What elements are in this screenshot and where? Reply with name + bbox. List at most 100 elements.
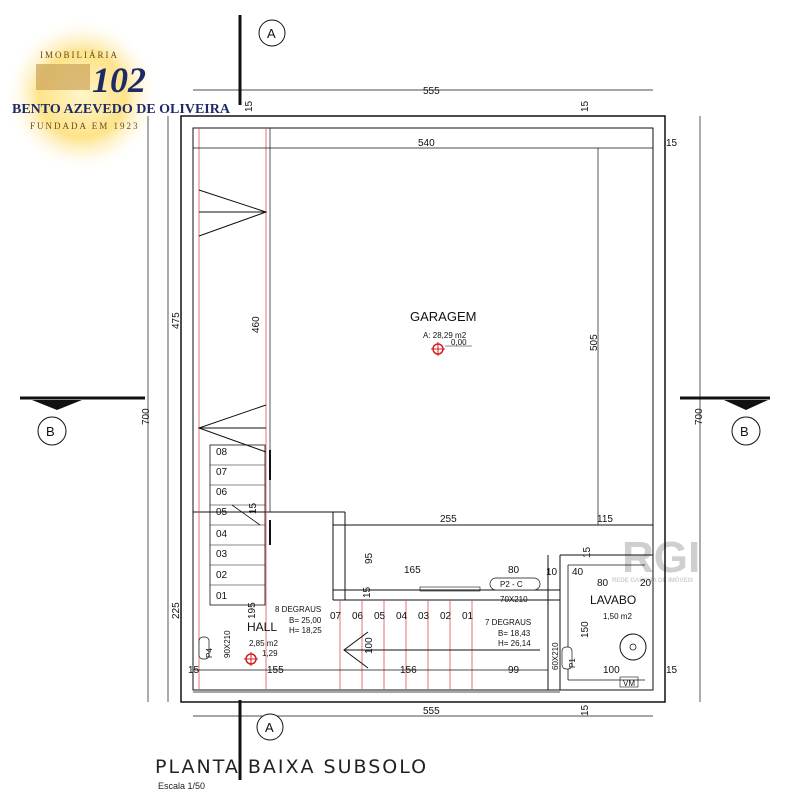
room-name: HALL (247, 620, 277, 634)
dim-top-inner: 540 (418, 138, 435, 149)
fixture-label: VM (623, 679, 635, 688)
dim-wall: 15 (580, 704, 591, 716)
dim-wall: 15 (244, 100, 255, 112)
section-b-left-label: B (46, 424, 55, 439)
dim-99: 99 (508, 665, 520, 676)
dim-wall: 15 (666, 665, 678, 676)
section-a-bottom-label: A (265, 720, 274, 735)
dim-ramp: 460 (251, 316, 262, 333)
room-lavabo: LAVABO 1,50 m2 VM (590, 593, 647, 688)
dim-80-lavabo: 80 (597, 578, 609, 589)
stair-step: 05 (374, 611, 386, 622)
door-p4-tag (198, 636, 210, 660)
watermark: RGI REDE GAÚCHA DE IMÓVEIS (612, 533, 700, 584)
dim-left-lower: 225 (171, 602, 182, 619)
stair-step: 03 (216, 549, 228, 560)
section-b-right-marker (731, 416, 761, 446)
dim-95: 95 (364, 552, 375, 564)
room-hall: HALL 2,85 m2 1,29 (244, 620, 278, 666)
stair-step: 07 (216, 467, 228, 478)
door-p2-size: 70X210 (500, 595, 528, 604)
room-name: GARAGEM (410, 309, 476, 324)
dim-wall: 15 (582, 546, 593, 558)
room-area: A: 28,29 m2 (423, 331, 467, 340)
stair-step: 07 (330, 611, 342, 622)
stair-step: 05 (216, 507, 228, 518)
stair-step: 01 (462, 611, 474, 622)
dim-wall: 15 (188, 665, 200, 676)
dim-10: 10 (546, 567, 558, 578)
dim-115: 115 (597, 514, 613, 525)
dim-80: 80 (508, 565, 520, 576)
dim-100: 100 (364, 637, 375, 654)
room-garagem: GARAGEM A: 28,29 m2 0,00 (410, 309, 476, 356)
stair-step: 02 (440, 611, 452, 622)
logo-top-text: IMOBILIÁRIA (40, 50, 119, 60)
vm-fixture (619, 676, 639, 688)
dim-20: 20 (640, 578, 652, 589)
section-a-top-marker (258, 19, 286, 47)
dim-195: 195 (247, 602, 258, 619)
dim-165: 165 (404, 565, 421, 576)
dim-top-outer: 555 (423, 86, 440, 97)
vertical-stair: 08 07 06 05 04 03 02 01 (209, 444, 271, 606)
dimension-labels: 555 540 555 700 700 475 225 460 505 15 1… (141, 86, 705, 717)
room-level: 0,00 (451, 338, 467, 347)
horizontal-stair: 07 06 05 04 03 02 01 (330, 611, 474, 622)
logo-founded: FUNDADA EM 1923 (30, 121, 140, 131)
page-title: PLANTA BAIXA SUBSOLO (155, 756, 428, 778)
room-area: 1,50 m2 (603, 612, 632, 621)
door-p4-label: P4 (205, 648, 214, 658)
door-p1-tag (561, 646, 573, 670)
stair-step: 06 (352, 611, 364, 622)
logo: IMOBILIÁRIA 102 BENTO AZEVEDO DE OLIVEIR… (4, 17, 231, 173)
stair-upper-b: B= 25,00 (289, 616, 322, 625)
door-p1-label: P1 (568, 658, 577, 668)
dim-100b: 100 (603, 665, 620, 676)
walls (180, 115, 666, 703)
dim-155: 155 (267, 665, 284, 676)
stair-lower-b: B= 18,43 (498, 629, 531, 638)
section-a-bottom-marker (256, 713, 284, 741)
section-b-left-marker (37, 416, 67, 446)
room-area: 2,85 m2 (249, 639, 278, 648)
stair-step: 04 (216, 529, 228, 540)
door-p2-label: P2 - C (500, 580, 523, 589)
section-b-right-arrow (724, 400, 768, 410)
logo-sunburst (4, 17, 160, 173)
dim-right-total: 700 (694, 408, 705, 425)
dim-40: 40 (572, 567, 584, 578)
logo-name: BENTO AZEVEDO DE OLIVEIRA (12, 102, 231, 117)
dim-wall: 15 (666, 138, 678, 149)
section-a-top-label: A (267, 26, 276, 41)
scale-label: Escala 1/50 (158, 781, 205, 791)
dimension-lines (147, 89, 701, 717)
dim-bottom-outer: 555 (423, 706, 440, 717)
dim-150: 150 (580, 621, 591, 638)
stair-step: 06 (216, 487, 228, 498)
section-b-left-arrow (32, 400, 82, 410)
dim-left-upper: 475 (171, 312, 182, 329)
logo-number: 102 (92, 60, 146, 100)
stair-lower-h: H= 26,14 (498, 639, 531, 648)
dim-wall: 15 (362, 586, 373, 598)
stair-labels: 8 DEGRAUS B= 25,00 H= 18,25 7 DEGRAUS B=… (275, 605, 531, 648)
room-level: 1,29 (262, 649, 278, 658)
stair-step: 04 (396, 611, 408, 622)
room-name: LAVABO (590, 593, 636, 607)
dim-wall: 15 (580, 100, 591, 112)
dim-garage-height: 505 (589, 334, 600, 351)
dim-wall: 15 (248, 502, 259, 514)
toilet-icon (619, 633, 647, 661)
stair-lower-name: 7 DEGRAUS (485, 618, 531, 627)
stair-step: 03 (418, 611, 430, 622)
stair-step: 01 (216, 591, 228, 602)
door-p2-tag (489, 577, 541, 591)
dim-255: 255 (440, 514, 457, 525)
stair-step: 02 (216, 570, 228, 581)
ramp-arrows (197, 189, 540, 669)
dim-left-total: 700 (141, 408, 152, 425)
door-labels: P2 - C 70X210 P1 60X210 P4 90X210 (198, 577, 577, 670)
stair-step: 08 (216, 447, 228, 458)
